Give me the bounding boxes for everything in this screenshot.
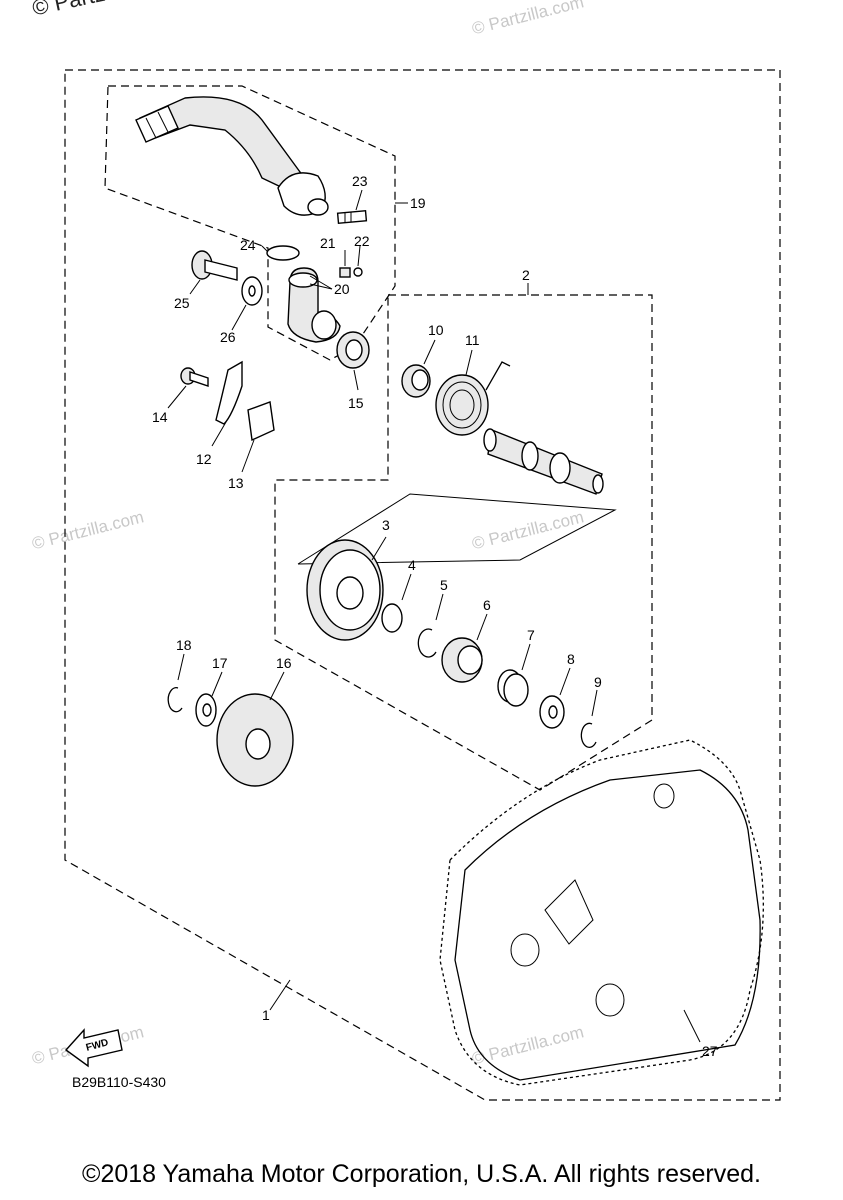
boss-20 [287, 267, 341, 343]
callout-27: 27 [702, 1043, 718, 1059]
callout-13: 13 [228, 475, 244, 491]
kick-lever [135, 96, 329, 216]
callout-4: 4 [408, 557, 416, 573]
callout-6: 6 [483, 597, 491, 613]
callout-16: 16 [276, 655, 292, 671]
callout-7: 7 [527, 627, 535, 643]
plate-13 [247, 401, 275, 442]
callout-19: 19 [410, 195, 426, 211]
callout-12: 12 [196, 451, 212, 467]
circlip-18 [167, 687, 183, 713]
gear-3 [306, 539, 384, 641]
callout-10: 10 [428, 322, 444, 338]
callout-23: 23 [352, 173, 368, 189]
callout-22: 22 [354, 233, 370, 249]
callout-26: 26 [220, 329, 236, 345]
washer-4 [381, 603, 403, 633]
leader-lines [167, 189, 701, 1043]
seal-15 [336, 331, 370, 369]
ratchet-6 [441, 637, 483, 683]
diagram-code: B29B110-S430 [72, 1074, 166, 1090]
callout-9: 9 [594, 674, 602, 690]
circlip-5 [417, 628, 437, 658]
callout-1: 1 [262, 1007, 270, 1023]
ball-22 [353, 267, 363, 277]
circlip-9 [580, 722, 597, 748]
spring-11 [435, 361, 511, 436]
washer-8 [539, 695, 565, 729]
oring-24 [266, 245, 300, 261]
callout-15: 15 [348, 395, 364, 411]
washer-17 [195, 693, 217, 727]
collar-10 [401, 364, 431, 398]
plate-12 [215, 360, 243, 425]
spring-21 [339, 267, 351, 278]
shaft-plane [297, 493, 617, 565]
copyright-notice: ©2018 Yamaha Motor Corporation, U.S.A. A… [82, 1160, 761, 1188]
group-19-boundary [104, 85, 396, 361]
crankcase-cover-27 [439, 739, 764, 1086]
callout-2: 2 [522, 267, 530, 283]
callout-14: 14 [152, 409, 168, 425]
fwd-arrow-icon: FWD [64, 1028, 123, 1068]
callout-5: 5 [440, 577, 448, 593]
group-1-boundary [64, 69, 781, 1101]
washer-26 [241, 276, 263, 306]
spring-7 [497, 669, 529, 707]
callouts: 1 2 3 4 5 6 7 8 9 10 11 12 13 14 15 16 1… [152, 173, 718, 1059]
callout-3: 3 [382, 517, 390, 533]
callout-25: 25 [174, 295, 190, 311]
bolt-25 [191, 250, 238, 281]
kick-shaft [483, 428, 604, 495]
callout-18: 18 [176, 637, 192, 653]
callout-11: 11 [465, 332, 480, 348]
callout-17: 17 [212, 655, 228, 671]
callout-21: 21 [320, 235, 336, 251]
callout-8: 8 [567, 651, 575, 667]
bolt-23 [336, 210, 368, 224]
callout-20: 20 [334, 281, 350, 297]
group-2-boundary [274, 294, 653, 791]
callout-24: 24 [240, 237, 256, 253]
bolt-14 [180, 367, 209, 387]
gear-16 [216, 693, 294, 787]
